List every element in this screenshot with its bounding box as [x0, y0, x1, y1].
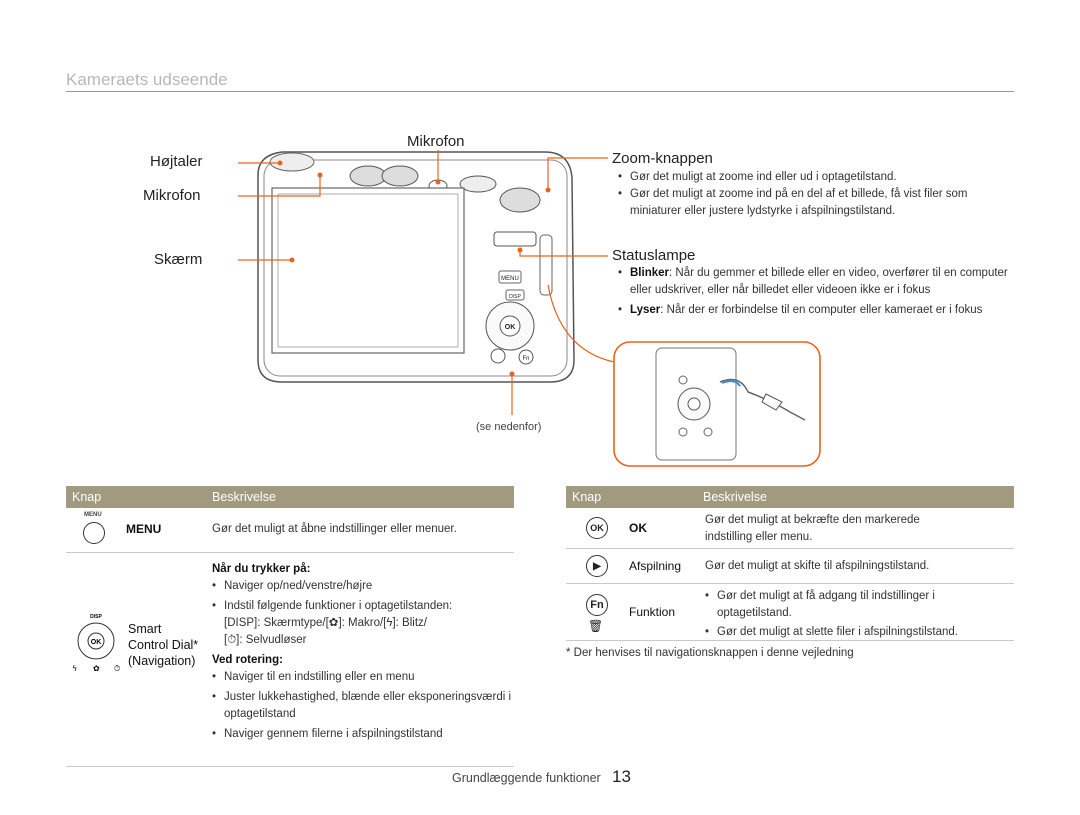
dial-description: Når du trykker på: Naviger op/ned/venstr… — [212, 561, 512, 743]
leader-detail — [547, 284, 615, 363]
label-speaker: Højtaler — [150, 153, 203, 170]
zoom-dial — [499, 187, 541, 213]
table-row-playback: ▶ Afspilning Gør det muligt at skifte ti… — [566, 549, 1014, 584]
zoom-bullet: Gør det muligt at zoome ind eller ud i o… — [618, 169, 1008, 186]
trash-icon: 🗑 — [588, 619, 604, 633]
header-key: Knap — [72, 490, 102, 504]
camera-inner-rim — [263, 159, 568, 377]
title-divider — [66, 91, 1014, 92]
menu-button-icon — [83, 522, 105, 544]
svg-text:Fn: Fn — [522, 356, 529, 362]
page-number: 13 — [612, 767, 631, 786]
camera-illustration: MENU DISP OK Fn — [238, 150, 821, 467]
status-heading: Statuslampe — [612, 247, 696, 264]
lcd-screen — [271, 187, 465, 354]
svg-text:ϟ: ϟ — [72, 664, 77, 673]
menu-key — [498, 270, 522, 284]
table-row-ok: OK OK Gør det muligt at bekræfte den mar… — [566, 508, 1014, 549]
svg-text:⏱: ⏱ — [114, 664, 120, 673]
control-dial-icon: OK DISP ϟ ✿ ⏱ — [72, 614, 120, 673]
fn-bullet: Gør det muligt at slette filer i afspiln… — [705, 624, 985, 641]
fn-key — [518, 349, 534, 365]
inset-strap — [719, 378, 806, 421]
speaker-dial — [269, 152, 315, 172]
dial-label: Smart Control Dial* (Navigation) — [128, 622, 199, 668]
svg-text:✿: ✿ — [93, 664, 100, 673]
footer-section: Grundlæggende funktioner — [452, 771, 601, 785]
table-header: Knap Beskrivelse — [566, 486, 1014, 508]
table-header: Knap Beskrivelse — [66, 486, 514, 508]
table-row-menu: MENU MENU Gør det muligt at åbne indstil… — [66, 508, 514, 553]
zoom-bullets: Gør det muligt at zoome ind eller ud i o… — [618, 169, 1008, 220]
menu-description: Gør det muligt at åbne indstillinger ell… — [212, 523, 457, 535]
header-desc: Beskrivelse — [212, 490, 276, 504]
ok-button-icon: OK — [586, 517, 608, 539]
fn-label: Funktion — [629, 605, 676, 619]
fn-description: Gør det muligt at få adgang til indstill… — [705, 588, 985, 641]
status-bullet-solid: Lyser: Når der er forbindelse til en com… — [618, 302, 1010, 319]
page-title: Kameraets udseende — [66, 70, 228, 89]
label-mic-left: Mikrofon — [143, 187, 201, 204]
press-heading: Når du trykker på: — [212, 563, 311, 575]
zoom-lever — [493, 231, 537, 247]
inset-strap-loop — [721, 380, 741, 387]
label-screen: Skærm — [154, 251, 203, 268]
footnote: * Der henvises til navigationsknappen i … — [566, 647, 854, 659]
header-key: Knap — [572, 490, 602, 504]
leader-mic-left — [238, 175, 321, 197]
rotate-heading: Ved rotering: — [212, 654, 283, 666]
fn-bullet: Gør det muligt at få adgang til indstill… — [705, 588, 985, 622]
playback-description: Gør det muligt at skifte til afspilnings… — [705, 560, 930, 572]
side-strap-hook — [539, 234, 553, 296]
menu-key-label: MENU — [501, 276, 519, 282]
ok-key-label: OK — [629, 521, 647, 535]
status-bullets: Blinker: Når du gemmer et billede eller … — [618, 265, 1010, 319]
fn-button-icon: Fn — [586, 594, 608, 616]
play-key — [490, 348, 506, 364]
zoom-heading: Zoom-knappen — [612, 150, 713, 167]
press-bullet: Indstil følgende funktioner i optagetils… — [212, 598, 512, 615]
zoom-bullet: Gør det muligt at zoome ind på en del af… — [618, 186, 1008, 220]
left-button-table: Knap Beskrivelse MENU MENU Gør det mulig… — [66, 486, 514, 767]
disp-key — [505, 289, 525, 301]
rotate-bullet: Juster lukkehastighed, blænde eller eksp… — [212, 689, 512, 723]
functions-line: [DISP]: Skærmtype/[✿]: Makro/[ϟ]: Blitz/ — [224, 617, 427, 629]
right-button-table: Knap Beskrivelse OK OK Gør det muligt at… — [566, 486, 1014, 659]
leader-zoom — [547, 157, 608, 190]
svg-text:OK: OK — [505, 324, 516, 331]
play-button-icon: ▶ — [586, 555, 608, 577]
label-mic-top: Mikrofon — [407, 133, 465, 150]
menu-key-label: MENU — [126, 522, 162, 536]
top-dial — [381, 165, 419, 187]
shutter-button — [459, 175, 497, 193]
rotate-bullet: Naviger til en indstilling eller en menu — [212, 669, 512, 686]
table-row-fn: Fn 🗑 Funktion Gør det muligt at få adgan… — [566, 584, 1014, 641]
table-row-dial: OK DISP ϟ ✿ ⏱ Smart Control Dial* (Navig… — [66, 553, 514, 767]
press-bullet: Naviger op/ned/venstre/højre — [212, 578, 512, 595]
mode-dial — [349, 165, 387, 187]
functions-line: [⏱]: Selvudløser — [224, 634, 307, 646]
header-desc: Beskrivelse — [703, 490, 767, 504]
rotate-bullet: Naviger gennem filerne i afspilningstils… — [212, 726, 512, 743]
svg-text:OK: OK — [91, 639, 102, 646]
playback-label: Afspilning — [629, 559, 682, 573]
svg-text:DISP: DISP — [509, 294, 521, 300]
ok-description: Gør det muligt at bekræfte den markerede… — [705, 514, 920, 543]
status-bullet-blink: Blinker: Når du gemmer et billede eller … — [618, 265, 1010, 299]
ok-button — [499, 315, 521, 337]
label-see-below: (se nedenfor) — [476, 421, 542, 433]
svg-text:DISP: DISP — [90, 614, 102, 620]
